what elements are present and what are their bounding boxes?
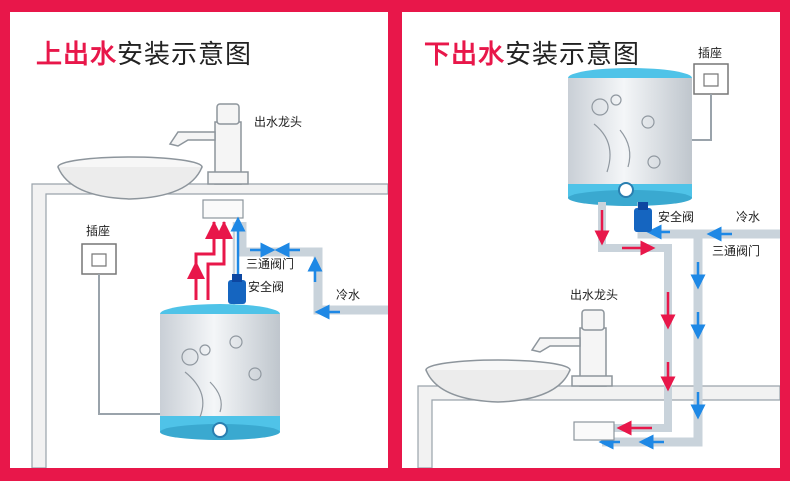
outlet-tee-fitting xyxy=(202,199,244,219)
bottom-outlet-diagram-drawing xyxy=(417,63,780,468)
left-socket-label: 插座 xyxy=(86,224,111,238)
top-outlet-diagram-panel: 上出水安装示意图 出水龙头 插座 三通阀门 安全阀 冷水 xyxy=(10,12,388,468)
basin-icon xyxy=(57,156,203,200)
faucet-icon xyxy=(168,103,249,185)
outlet-tee-fitting xyxy=(573,421,615,441)
left-title-rest: 安装示意图 xyxy=(117,40,253,70)
water-heater-icon xyxy=(160,304,280,440)
basin-icon xyxy=(425,359,571,403)
safety-valve-icon xyxy=(228,274,246,304)
thermostat-knob xyxy=(618,182,634,198)
left-safety-valve-label: 安全阀 xyxy=(248,280,285,294)
faucet-icon xyxy=(530,309,613,387)
right-safety-valve-label: 安全阀 xyxy=(658,210,695,224)
left-three-way-valve-label: 三通阀门 xyxy=(246,257,295,271)
wall-socket-icon xyxy=(684,63,729,141)
top-outlet-diagram-drawing xyxy=(31,103,388,468)
water-heater-icon xyxy=(568,68,692,206)
left-cold-water-label: 冷水 xyxy=(336,288,361,302)
right-socket-label: 插座 xyxy=(698,46,723,60)
thermostat-knob xyxy=(212,422,228,438)
counter-wall xyxy=(31,183,388,468)
left-faucet-label: 出水龙头 xyxy=(254,115,303,129)
bottom-outlet-diagram-panel: 下出水安装示意图 插座 安全阀 冷水 三通阀门 出水龙头 xyxy=(402,12,780,468)
cold-water-pipe xyxy=(602,202,780,447)
right-title: 下出水安装示意图 xyxy=(424,34,640,71)
right-cold-water-label: 冷水 xyxy=(736,210,761,224)
left-title: 上出水安装示意图 xyxy=(36,34,252,71)
safety-valve-icon xyxy=(634,202,652,232)
right-title-rest: 安装示意图 xyxy=(505,40,641,70)
hot-water-pipe xyxy=(187,221,233,300)
right-faucet-label: 出水龙头 xyxy=(570,288,619,302)
wall-socket-icon xyxy=(81,243,170,415)
right-three-way-valve-label: 三通阀门 xyxy=(712,244,761,258)
right-title-highlight: 下出水 xyxy=(424,40,506,70)
left-title-highlight: 上出水 xyxy=(36,40,118,70)
